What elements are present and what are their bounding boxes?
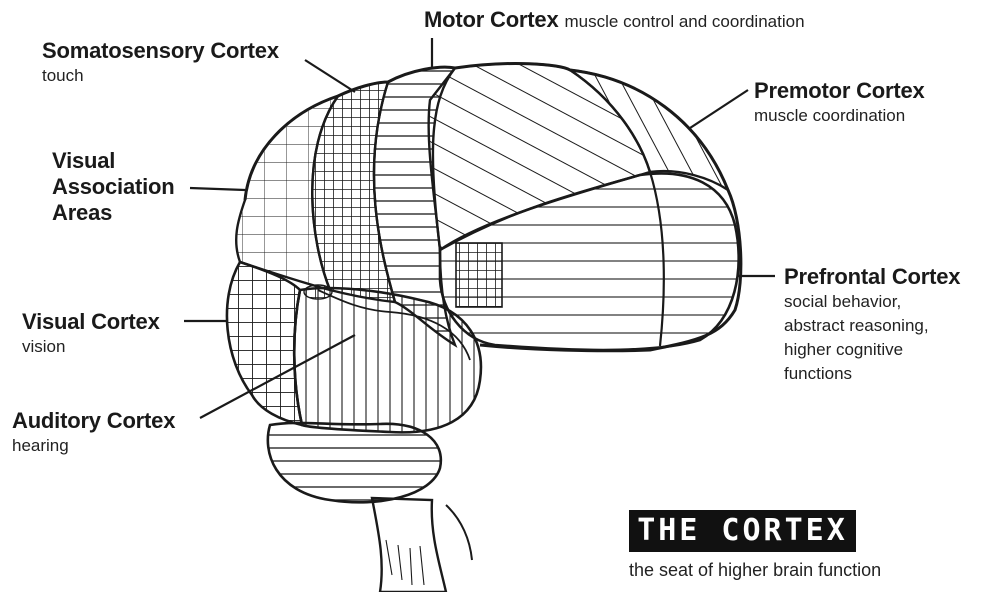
somatosensory-title: Somatosensory Cortex: [42, 38, 279, 64]
somatosensory-leader-line: [305, 60, 355, 92]
visual-association-line-3: Areas: [52, 200, 175, 226]
label-motor-cortex: Motor Cortex muscle control and coordinat…: [424, 7, 805, 34]
cerebellum: [268, 423, 441, 502]
auditory-cortex-title: Auditory Cortex: [12, 408, 175, 434]
prefrontal-title: Prefrontal Cortex: [784, 264, 960, 290]
label-prefrontal-cortex: Prefrontal Cortex social behavior, abstr…: [784, 264, 960, 386]
visual-association-leader-line: [190, 188, 245, 190]
prefrontal-desc-line-1: social behavior,: [784, 290, 960, 314]
visual-association-line-2: Association: [52, 174, 175, 200]
diagram-subtitle: the seat of higher brain function: [629, 560, 881, 581]
label-visual-association-areas: Visual Association Areas: [52, 148, 175, 226]
label-auditory-cortex: Auditory Cortex hearing: [12, 408, 175, 458]
premotor-desc: muscle coordination: [754, 104, 925, 128]
premotor-title: Premotor Cortex: [754, 78, 925, 104]
label-somatosensory-cortex: Somatosensory Cortex touch: [42, 38, 279, 88]
visual-cortex-region: [227, 262, 302, 425]
motor-cortex-desc: muscle control and coordination: [565, 12, 805, 31]
visual-cortex-desc: vision: [22, 335, 160, 359]
brainstem: [372, 498, 472, 592]
auditory-cortex-desc: hearing: [12, 434, 175, 458]
somatosensory-desc: touch: [42, 64, 279, 88]
prefrontal-desc-line-2: abstract reasoning,: [784, 314, 960, 338]
visual-cortex-title: Visual Cortex: [22, 309, 160, 335]
motor-cortex-title: Motor Cortex: [424, 7, 559, 32]
prefrontal-desc-line-3: higher cognitive: [784, 338, 960, 362]
visual-association-line-1: Visual: [52, 148, 175, 174]
label-premotor-cortex: Premotor Cortex muscle coordination: [754, 78, 925, 128]
prefrontal-desc-line-4: functions: [784, 362, 960, 386]
label-visual-cortex: Visual Cortex vision: [22, 309, 160, 359]
premotor-leader-line: [690, 90, 748, 128]
diagram-title: THE CORTEX: [629, 510, 856, 552]
